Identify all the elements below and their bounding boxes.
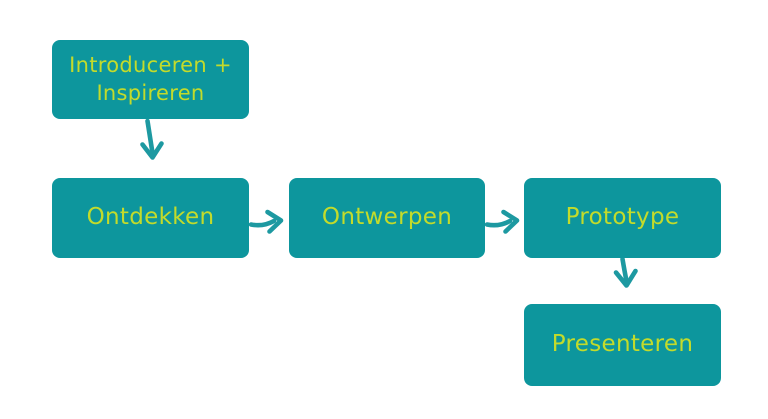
arrow-prototype-to-presenteren — [613, 256, 638, 288]
flow-step-introduceren-inspireren: Introduceren + Inspireren — [52, 40, 249, 119]
flow-step-prototype: Prototype — [524, 178, 721, 258]
arrow-ontwerpen-to-prototype — [484, 209, 520, 234]
arrow-introduceren-to-ontdekken — [140, 118, 164, 160]
arrow-ontdekken-to-ontwerpen — [248, 209, 284, 234]
flow-step-ontwerpen: Ontwerpen — [289, 178, 485, 258]
flow-step-presenteren: Presenteren — [524, 304, 721, 386]
flow-step-ontdekken: Ontdekken — [52, 178, 249, 258]
